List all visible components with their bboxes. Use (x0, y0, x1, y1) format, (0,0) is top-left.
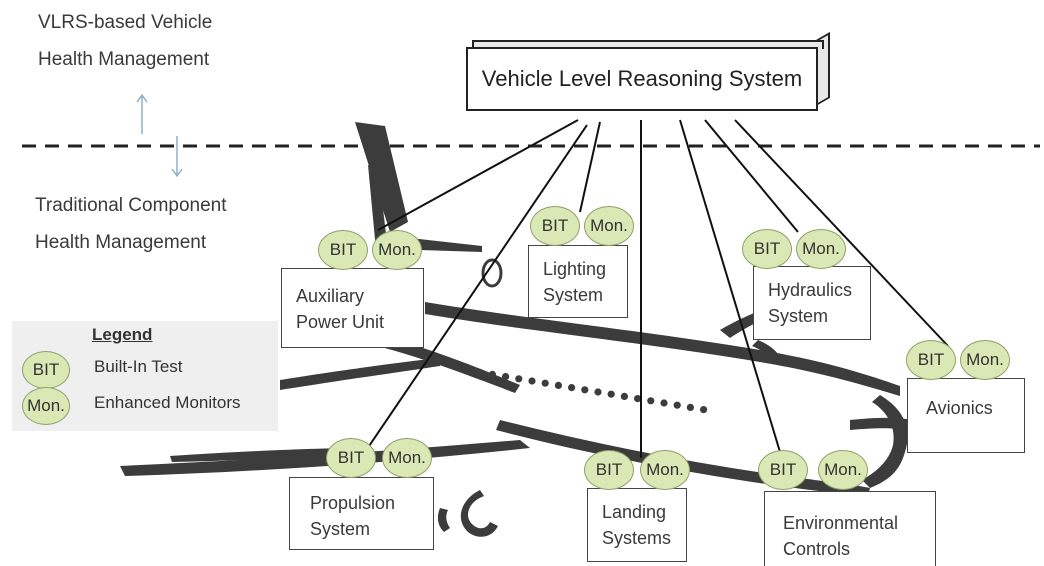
subsystem-landing-systems: Landing Systems (587, 488, 687, 562)
up-arrow-icon (136, 93, 148, 134)
bit-badge-landing: BIT (584, 450, 634, 490)
upper-heading-line2: Health Management (38, 49, 210, 70)
subsystem-label-line1: Environmental (783, 513, 899, 533)
bit-badge-environmental: BIT (758, 450, 808, 490)
window-dot (700, 406, 708, 414)
upper-heading-line1: VLRS-based Vehicle (38, 12, 213, 33)
bit-badge-lighting: BIT (530, 206, 580, 246)
window-dot (568, 384, 576, 392)
subsystem-environmental-controls: Environmental Controls (764, 491, 936, 566)
subsystem-avionics: Avionics (907, 378, 1025, 453)
mon-badge-environmental: Mon. (818, 450, 868, 490)
vlrs-box-top (472, 40, 824, 49)
window-dot (554, 381, 563, 389)
window-dot (515, 375, 523, 383)
subsystem-propulsion-system: Propulsion System (289, 477, 434, 550)
window-dot (660, 399, 668, 407)
mon-badge-avionics: Mon. (960, 340, 1010, 380)
window-dot (502, 373, 510, 381)
window-dot (475, 368, 483, 376)
subsystem-label-line1: Propulsion (310, 493, 396, 513)
subsystem-label-line1: Hydraulics (768, 280, 853, 300)
mon-badge-propulsion: Mon. (382, 438, 432, 478)
bit-badge-propulsion: BIT (326, 438, 376, 478)
window-dot (528, 377, 536, 385)
subsystem-hydraulics-system: Hydraulics System (753, 266, 871, 340)
legend-panel: Legend BIT Built-In Test Mon. Enhanced M… (12, 321, 278, 431)
lower-heading-line2: Health Management (35, 232, 207, 253)
mon-badge-hydraulics: Mon. (796, 229, 846, 269)
engine-ring (481, 258, 503, 288)
window-dot (581, 386, 589, 394)
subsystem-lighting-system: Lighting System (528, 245, 628, 318)
window-dot (541, 379, 549, 387)
subsystem-auxiliary-power-unit: Auxiliary Power Unit (281, 268, 424, 348)
window-dot (462, 366, 470, 374)
window-dot (647, 397, 655, 405)
mon-badge-landing: Mon. (640, 450, 690, 490)
window-dot (607, 390, 615, 398)
window-dot (686, 403, 695, 411)
window-dot (594, 388, 602, 396)
window-dot (634, 395, 642, 403)
subsystem-label-line1: Landing (602, 502, 667, 522)
subsystem-label-line2: Power Unit (296, 312, 385, 332)
legend-mon-badge: Mon. (22, 387, 70, 425)
legend-bit-badge: BIT (22, 351, 70, 389)
subsystem-label-line2: Systems (602, 528, 672, 548)
bit-badge-avionics: BIT (906, 340, 956, 380)
legend-item-label: Built-In Test (94, 357, 183, 376)
window-dot (488, 370, 496, 378)
window-dot (673, 401, 681, 409)
mon-badge-apu: Mon. (372, 230, 422, 270)
subsystem-label-line2: System (768, 306, 829, 326)
vehicle-level-reasoning-system-box: Vehicle Level Reasoning System (466, 47, 818, 111)
mon-badge-lighting: Mon. (584, 206, 634, 246)
bit-badge-hydraulics: BIT (742, 229, 792, 269)
subsystem-label-line1: Lighting (543, 259, 607, 279)
down-arrow-icon (171, 136, 183, 178)
subsystem-label-line1: Avionics (926, 398, 993, 418)
vlrs-label: Vehicle Level Reasoning System (481, 66, 803, 91)
window-dot (620, 392, 629, 400)
subsystem-label-line2: System (543, 285, 604, 305)
aircraft-windows (462, 366, 708, 414)
connector-lines (364, 119, 949, 458)
legend-item-label: Enhanced Monitors (94, 393, 241, 412)
subsystem-label-line2: System (310, 519, 371, 539)
bit-badge-apu: BIT (318, 230, 368, 270)
lower-heading-line1: Traditional Component (35, 195, 227, 216)
subsystem-label-line1: Auxiliary (296, 286, 365, 306)
legend-title: Legend (92, 325, 153, 344)
subsystem-label-line2: Controls (783, 539, 851, 559)
